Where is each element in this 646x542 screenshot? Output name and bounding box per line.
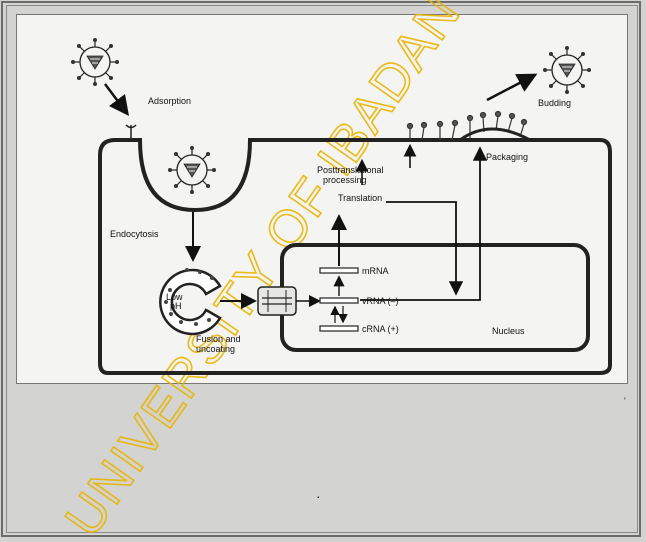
label-fusion: Fusion and xyxy=(196,334,241,344)
adsorption-arrow xyxy=(105,84,126,112)
virion-icon xyxy=(71,38,119,86)
virion-icon xyxy=(543,46,591,94)
label-packaging: Packaging xyxy=(486,152,528,162)
crna-strand xyxy=(320,326,358,331)
label-crna: cRNA (+) xyxy=(362,324,399,334)
nuclear-pore-icon xyxy=(258,287,296,315)
budding-arrow xyxy=(487,76,533,100)
watermark-text: UNIVERSITY OF IBADAN xyxy=(54,0,472,542)
label-budding: Budding xyxy=(538,98,571,108)
label-nucleus: Nucleus xyxy=(492,326,525,336)
page-mark: ' xyxy=(624,396,626,406)
label-translation: Translation xyxy=(338,193,382,203)
receptor-icon xyxy=(126,125,136,140)
virion-icon xyxy=(168,146,216,194)
mrna-strand xyxy=(320,268,358,273)
label-posttranslational: Posttranslational xyxy=(317,165,384,175)
label-mrna: mRNA xyxy=(362,266,389,276)
vrna-strand xyxy=(320,298,358,303)
label-vrna: vRNA (–) xyxy=(362,296,399,306)
label-processing: processing xyxy=(323,175,367,185)
label-uncoating: uncoating xyxy=(196,344,235,354)
page-dot: · xyxy=(316,488,321,504)
label-ph: pH xyxy=(170,301,182,311)
label-adsorption: Adsorption xyxy=(148,96,191,106)
label-endocytosis: Endocytosis xyxy=(110,229,159,239)
